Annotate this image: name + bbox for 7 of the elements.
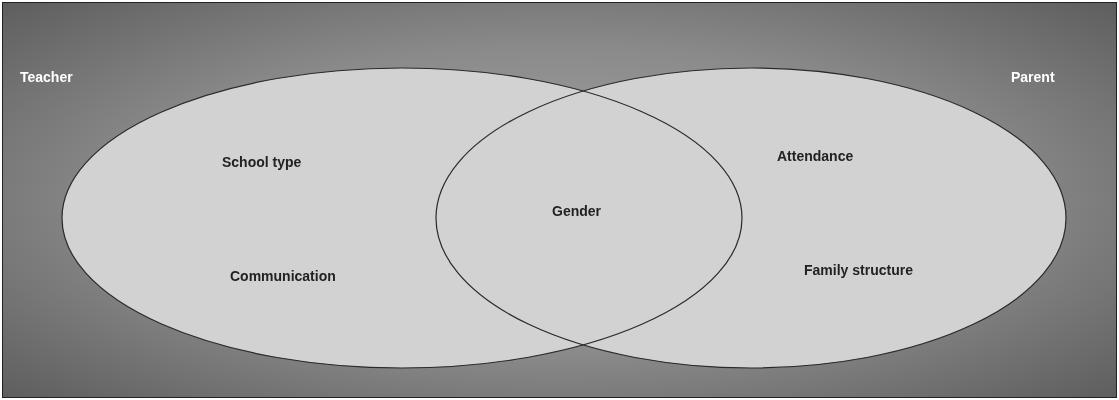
set-item: Family structure: [804, 262, 913, 278]
set-item: Communication: [230, 268, 336, 284]
set-title: Parent: [1011, 69, 1055, 85]
set-item: Attendance: [777, 148, 854, 164]
overlap-item: Gender: [552, 203, 601, 219]
set-title: Teacher: [20, 69, 73, 85]
set-item: School type: [222, 154, 302, 170]
